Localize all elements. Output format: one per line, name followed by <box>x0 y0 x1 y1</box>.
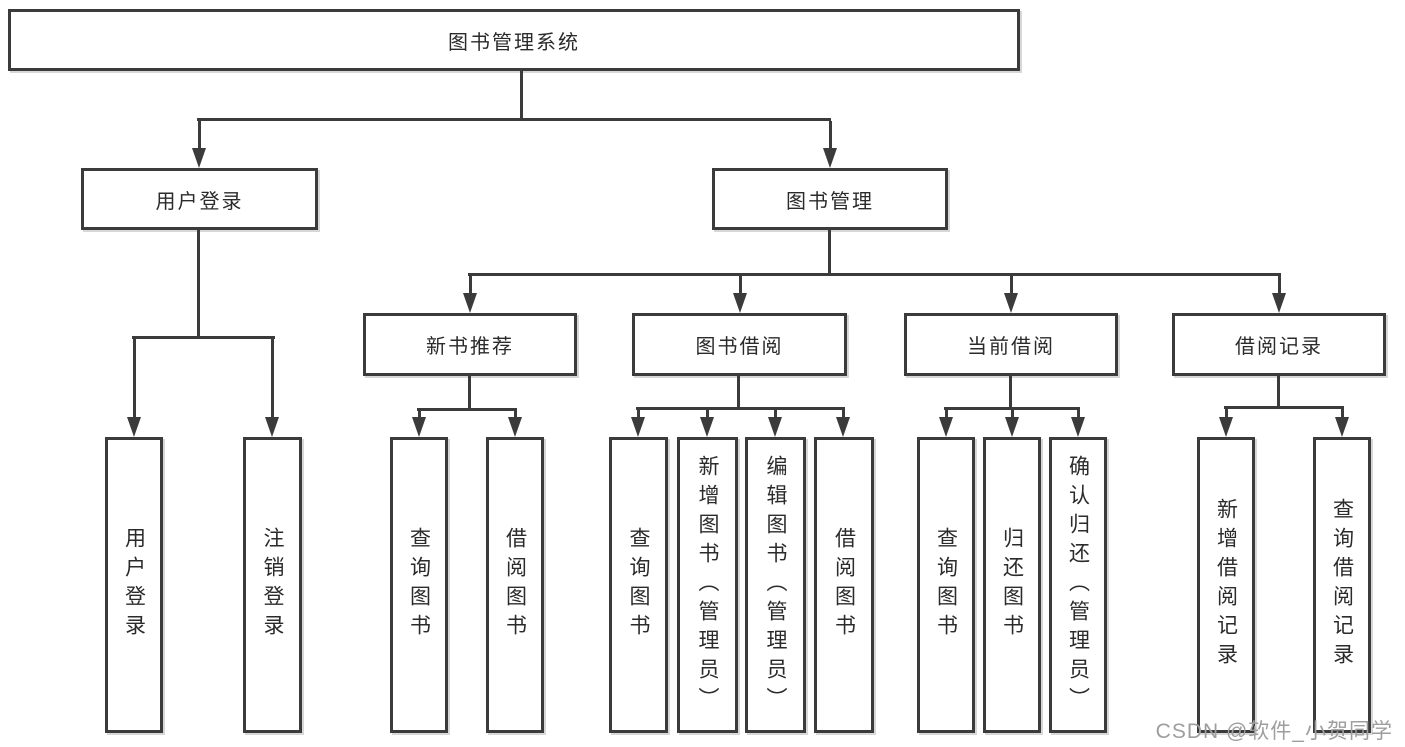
arrow-to-borrow-record <box>1272 276 1286 313</box>
node-library-management-system: 图书管理系统 <box>8 9 1020 71</box>
leaf-borrow-book-2-label: 借阅图书 <box>832 527 856 643</box>
leaf-return-book: 归还图书 <box>983 437 1041 733</box>
connector-user-login-rail <box>132 336 275 339</box>
arrow-to-book-borrow <box>733 276 747 313</box>
connector-current-borrow-rail <box>944 407 1080 410</box>
connector-level3-rail <box>468 273 1281 276</box>
arrow-to-leaf-borrow-book-2 <box>836 410 850 437</box>
leaf-borrow-book-2: 借阅图书 <box>814 437 874 733</box>
leaf-add-book-admin-label: 新增图书（管理员） <box>696 454 719 716</box>
leaf-query-book-3-label: 查询图书 <box>934 527 958 643</box>
leaf-query-book-1-label: 查询图书 <box>407 527 431 643</box>
connector-new-book-rail <box>417 408 517 411</box>
leaf-borrow-book-1-label: 借阅图书 <box>503 527 527 643</box>
leaf-add-borrow-record: 新增借阅记录 <box>1197 437 1255 733</box>
arrow-to-user-login <box>192 121 206 168</box>
leaf-edit-book-admin-label: 编辑图书（管理员） <box>764 454 787 716</box>
arrow-to-leaf-add-record <box>1219 409 1233 437</box>
connector-current-borrow-stem <box>1009 376 1012 410</box>
leaf-add-book-admin: 新增图书（管理员） <box>677 437 738 733</box>
leaf-query-borrow-record: 查询借阅记录 <box>1313 437 1371 733</box>
leaf-query-borrow-record-label: 查询借阅记录 <box>1330 498 1354 672</box>
connector-root-stem <box>520 71 523 120</box>
leaf-borrow-book-1: 借阅图书 <box>486 437 544 733</box>
leaf-confirm-return-admin: 确认归还（管理员） <box>1049 437 1107 733</box>
leaf-logout-label: 注销登录 <box>261 527 284 643</box>
leaf-confirm-return-admin-label: 确认归还（管理员） <box>1066 454 1090 716</box>
leaf-user-login-label: 用户登录 <box>122 527 146 643</box>
leaf-logout: 注销登录 <box>243 437 302 733</box>
node-current-borrow: 当前借阅 <box>904 313 1118 376</box>
connector-book-borrow-stem <box>737 376 740 410</box>
connector-level2-rail <box>197 118 831 121</box>
leaf-edit-book-admin: 编辑图书（管理员） <box>745 437 806 733</box>
node-book-borrow: 图书借阅 <box>632 313 847 376</box>
csdn-watermark: CSDN @软件_小贺同学 <box>1155 720 1393 743</box>
arrow-to-leaf-logout <box>265 339 279 437</box>
leaf-user-login: 用户登录 <box>105 437 163 733</box>
arrow-to-leaf-user-login <box>127 339 141 437</box>
node-new-book-recommend: 新书推荐 <box>363 313 577 376</box>
arrow-to-leaf-query-record <box>1335 409 1349 437</box>
leaf-add-borrow-record-label: 新增借阅记录 <box>1214 498 1238 672</box>
node-user-login: 用户登录 <box>81 168 318 230</box>
arrow-to-book-management <box>823 121 837 168</box>
arrow-to-new-book <box>463 276 477 313</box>
connector-book-management-stem <box>828 230 831 276</box>
leaf-query-book-3: 查询图书 <box>917 437 975 733</box>
arrow-to-leaf-add-book <box>700 410 714 437</box>
leaf-query-book-2: 查询图书 <box>609 437 668 733</box>
arrow-to-leaf-edit-book <box>768 410 782 437</box>
arrow-to-leaf-query-book-3 <box>939 410 953 437</box>
connector-borrow-record-stem <box>1277 375 1280 409</box>
leaf-return-book-label: 归还图书 <box>1000 527 1024 643</box>
connector-book-borrow-rail <box>636 407 845 410</box>
connector-user-login-stem <box>197 230 200 339</box>
arrow-to-leaf-query-book-2 <box>631 410 645 437</box>
connector-borrow-record-rail <box>1224 406 1344 409</box>
node-book-management: 图书管理 <box>712 168 948 230</box>
node-borrow-record: 借阅记录 <box>1172 313 1386 376</box>
arrow-to-leaf-return-book <box>1005 410 1019 437</box>
leaf-query-book-1: 查询图书 <box>390 437 448 733</box>
arrow-to-leaf-borrow-book-1 <box>508 411 522 437</box>
arrow-to-leaf-confirm-return <box>1071 410 1085 437</box>
connector-new-book-stem <box>468 376 471 411</box>
arrow-to-leaf-query-book-1 <box>412 411 426 437</box>
arrow-to-current-borrow <box>1004 276 1018 313</box>
leaf-query-book-2-label: 查询图书 <box>627 527 650 643</box>
